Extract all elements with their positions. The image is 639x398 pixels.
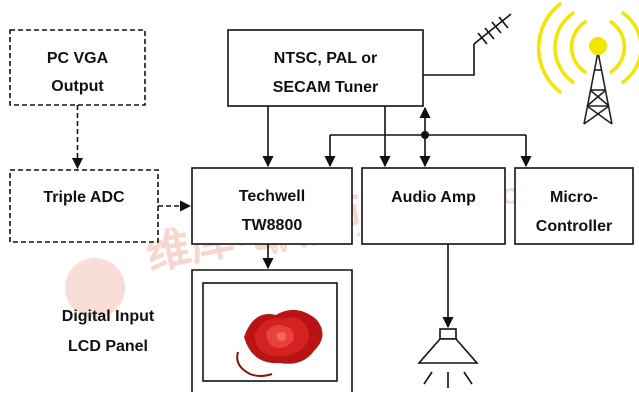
techwell-block: Techwell TW8800 (191, 167, 353, 245)
audio-amp-label: Audio Amp (391, 189, 476, 206)
tuner-block: NTSC, PAL or SECAM Tuner (227, 29, 424, 107)
pc-vga-label-line1: PC VGA (47, 50, 109, 67)
pc-vga-label-line2: Output (51, 78, 104, 95)
triple-adc-block: Triple ADC (9, 169, 159, 243)
lcd-label-line1: Digital Input (62, 308, 155, 325)
lcd-panel-block: Digital Input LCD Panel (62, 269, 353, 392)
tuner-label-line1: NTSC, PAL or (274, 50, 377, 67)
bus-junction-dot (421, 131, 429, 139)
lcd-label-line2: LCD Panel (68, 338, 148, 355)
techwell-label-line1: Techwell (239, 188, 305, 205)
antenna-feed (423, 44, 475, 76)
pc-vga-output-block: PC VGA Output (9, 29, 146, 106)
triple-adc-label: Triple ADC (43, 189, 125, 206)
tuner-label-line2: SECAM Tuner (273, 79, 378, 96)
techwell-label-line2: TW8800 (242, 217, 303, 234)
rose-image (236, 309, 323, 377)
microcontroller-label-line1: Micro- (550, 189, 598, 206)
lcd-outer-frame (191, 269, 353, 392)
antenna-icon (473, 13, 512, 45)
audio-amp-block: Audio Amp (361, 167, 506, 245)
microcontroller-label-line2: Controller (536, 218, 612, 235)
watermark-logo (65, 258, 125, 318)
broadcast-tower-icon (536, 2, 639, 125)
microcontroller-block: Micro- Controller (514, 167, 634, 245)
speaker-icon (417, 328, 479, 388)
